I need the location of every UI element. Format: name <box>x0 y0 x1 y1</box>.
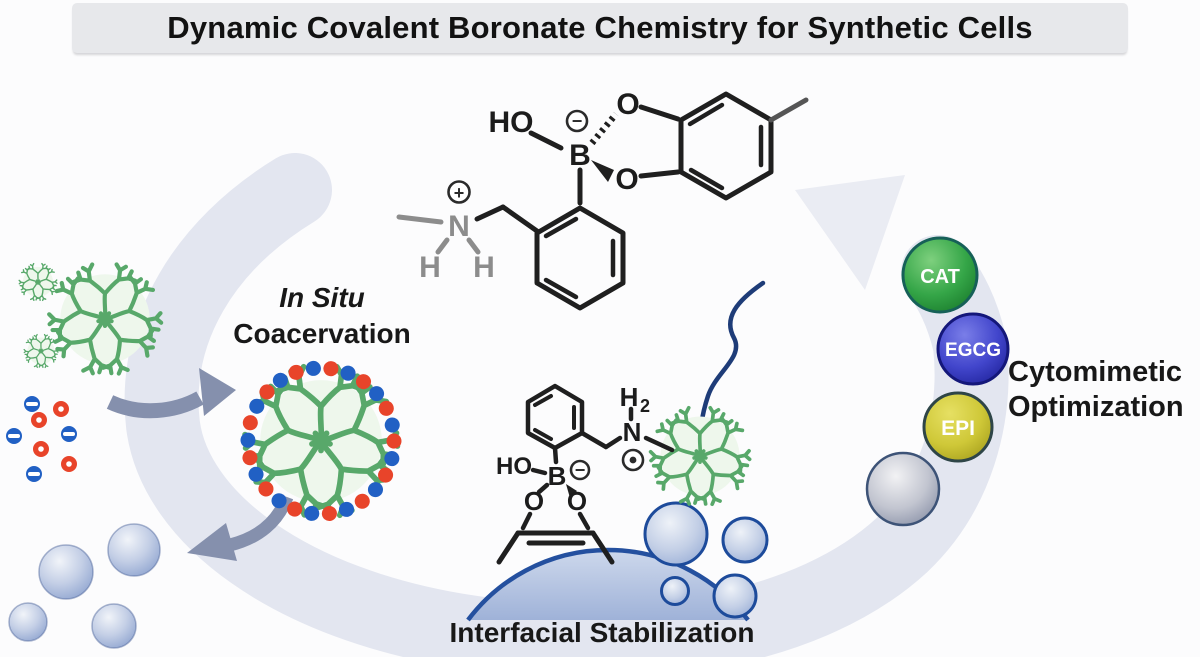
droplet-interface-icon <box>466 547 750 622</box>
oxygen-left-label: O <box>524 486 544 516</box>
figure-title: Dynamic Covalent Boronate Chemistry for … <box>167 10 1033 45</box>
forward-arrow-icon <box>106 368 236 419</box>
coacervate-droplets <box>8 523 161 649</box>
oxygen-right-label: O <box>567 486 587 516</box>
plus-charge-icon <box>447 180 471 204</box>
minus-charge-icon <box>565 109 589 133</box>
cat-ball-icon <box>901 236 979 314</box>
cat-ball-label: CAT <box>920 266 960 288</box>
minus-charge-icon <box>569 459 591 481</box>
label-in-situ: In Situ <box>279 282 365 313</box>
small-molecule-particles <box>6 396 77 482</box>
boron-label: B <box>548 461 567 491</box>
boronate-ester-structure: HO − B O O + N H H <box>396 88 809 311</box>
epi-ball-label: EPI <box>941 417 975 440</box>
cycle-arrowhead-icon <box>795 175 905 290</box>
svg-text:−: − <box>572 111 583 131</box>
svg-text:−: − <box>575 460 586 480</box>
h-right-label: H <box>473 251 495 284</box>
label-cytomimetic-optimization: Cytomimetic Optimization <box>1008 355 1200 425</box>
red-particle-centers <box>36 406 72 467</box>
coacervate-icon <box>237 360 404 526</box>
oxygen-top-label: O <box>616 88 639 121</box>
svg-text:+: + <box>454 183 465 203</box>
cargo-balls: CAT EGCG EPI <box>901 236 1010 463</box>
hydroxyl-label: HO <box>496 453 532 480</box>
stabilized-droplets <box>643 501 769 619</box>
title-banner: Dynamic Covalent Boronate Chemistry for … <box>72 3 1128 53</box>
gray-droplet-icon <box>865 451 941 527</box>
dendrimer-conjugate-icon <box>646 408 755 512</box>
coacervate-blue-shell <box>240 360 402 522</box>
nitrogen-label: N <box>623 417 642 447</box>
label-cytomimetic-line1: Cytomimetic <box>1008 356 1183 388</box>
label-coacervation: Coacervation <box>233 318 411 349</box>
h-left-label: H <box>419 251 441 284</box>
h2-label: H <box>620 382 639 412</box>
h2-subscript: 2 <box>640 396 650 416</box>
egcg-ball-icon <box>936 312 1010 386</box>
coacervate-red-shell <box>240 360 402 522</box>
oxygen-bottom-label: O <box>615 163 638 196</box>
charge-dot <box>629 456 637 464</box>
nitrogen-label: N <box>448 210 470 243</box>
blue-particle-dashes <box>8 402 75 476</box>
label-cytomimetic-line2: Optimization <box>1008 391 1184 423</box>
egcg-ball-label: EGCG <box>945 340 1001 361</box>
epi-ball-icon <box>922 391 994 463</box>
boron-label: B <box>569 139 591 172</box>
hydroxyl-label: HO <box>489 106 534 139</box>
label-interfacial-stabilization: Interfacial Stabilization <box>449 617 755 648</box>
surface-boronate-structure: N H 2 HO B − O O <box>496 382 675 565</box>
